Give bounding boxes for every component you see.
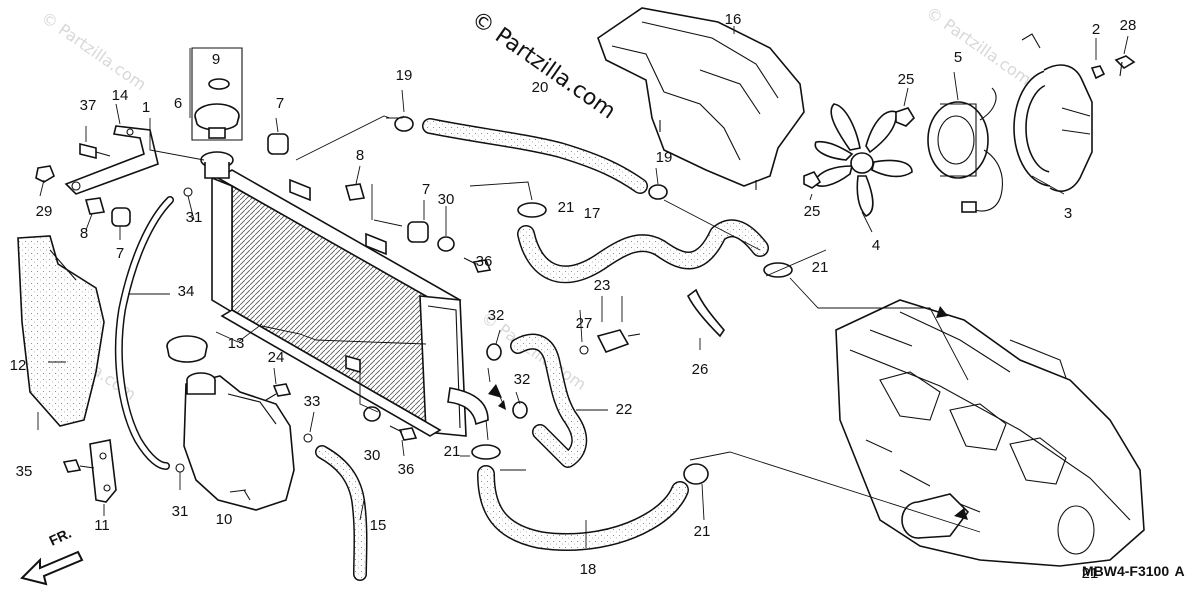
- leader-lines: [37, 26, 1129, 548]
- callout-label: 13: [228, 335, 245, 352]
- callout-label: 3: [1064, 205, 1072, 222]
- fan-blade: [813, 103, 913, 217]
- callout-label: 17: [584, 205, 601, 222]
- hardware: [35, 55, 1136, 485]
- callout-label: 29: [36, 203, 53, 220]
- bracket: [64, 125, 159, 195]
- radiator-cap: [191, 47, 243, 141]
- callout-label: 23: [594, 277, 611, 294]
- air-guide: [597, 7, 805, 190]
- engine: [835, 299, 1145, 567]
- callout-label: 7: [422, 181, 430, 198]
- callout-label: 2: [1092, 21, 1100, 38]
- callout-label: 9: [212, 51, 220, 68]
- side-cover: [17, 235, 105, 427]
- callout-label: 36: [476, 253, 493, 270]
- callout-label: 14: [112, 87, 129, 104]
- callout-label: 10: [216, 511, 233, 528]
- callout-label: 32: [514, 371, 531, 388]
- callout-label: 4: [872, 237, 880, 254]
- callout-label: 6: [174, 95, 182, 112]
- callout-label: 1: [142, 99, 150, 116]
- callout-label: 15: [370, 517, 387, 534]
- callout-label: 21: [1082, 565, 1099, 582]
- callout-label: 19: [656, 149, 673, 166]
- front-arrow: FR.: [20, 525, 84, 586]
- callout-label: 27: [576, 315, 593, 332]
- watermark-faint: © Partzilla.com: [38, 8, 150, 94]
- callout-label: 33: [304, 393, 321, 410]
- fan-shroud: [1013, 33, 1093, 192]
- hoses: [114, 118, 769, 581]
- diagram-code-main: MBW4-F3100: [1082, 563, 1169, 579]
- diagram-code-suffix: A: [1175, 563, 1185, 579]
- callout-label: 19: [396, 67, 413, 84]
- callout-label: 18: [580, 561, 597, 578]
- callout-label: 26: [692, 361, 709, 378]
- watermark: © Partzilla.com: [467, 6, 620, 124]
- callout-label: 21: [444, 443, 461, 460]
- radiator: [200, 151, 489, 437]
- callout-label: 25: [804, 203, 821, 220]
- callout-label: 21: [558, 199, 575, 216]
- callout-label: 30: [438, 191, 455, 208]
- front-arrow-label: FR.: [47, 525, 74, 549]
- callout-label: 22: [616, 401, 633, 418]
- callout-label: 32: [488, 307, 505, 324]
- reserve-tank: [183, 372, 295, 511]
- callout-label: 7: [116, 245, 124, 262]
- callout-label: 8: [356, 147, 364, 164]
- callout-label: 21: [694, 523, 711, 540]
- callout-label: 7: [276, 95, 284, 112]
- callout-label: 37: [80, 97, 97, 114]
- callout-label: 5: [954, 49, 962, 66]
- callout-label: 11: [94, 517, 110, 534]
- tank-cap: [166, 335, 208, 363]
- callout-label: 31: [172, 503, 189, 520]
- callout-label: 21: [812, 259, 829, 276]
- callout-label: 16: [725, 11, 742, 28]
- watermark-faint: © Partzilla.com: [923, 3, 1035, 89]
- fan-motor: [927, 87, 1004, 213]
- callout-label: 8: [80, 225, 88, 242]
- callout-label: 25: [898, 71, 915, 88]
- callout-label: 28: [1120, 17, 1137, 34]
- callout-label: 31: [186, 209, 203, 226]
- stay: [89, 439, 117, 503]
- callout-label: 12: [10, 357, 27, 374]
- diagram-code: MBW4-F3100 A: [1082, 563, 1185, 579]
- callout-label: 34: [178, 283, 195, 300]
- callout-label: 30: [364, 447, 381, 464]
- direction-arrows: [488, 306, 968, 520]
- callout-label: 24: [268, 349, 285, 366]
- callout-label: 35: [16, 463, 33, 480]
- callout-label: 36: [398, 461, 415, 478]
- callout-label: 20: [532, 79, 549, 96]
